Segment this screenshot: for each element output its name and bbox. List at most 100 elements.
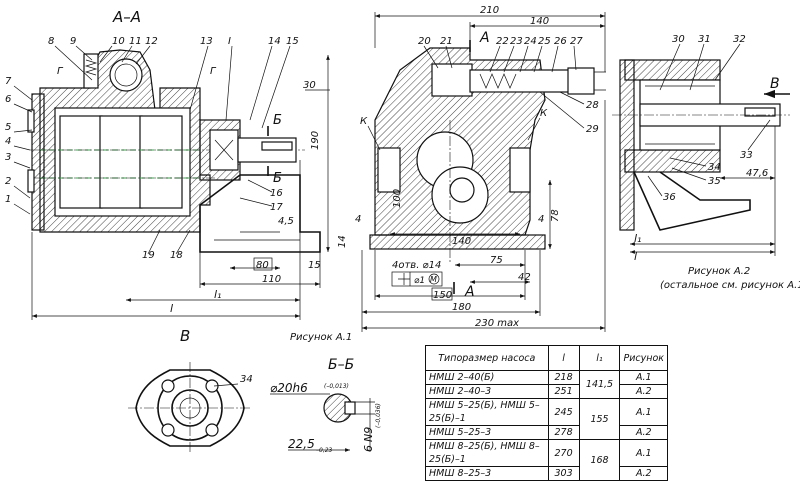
aa-leaders: 8 9 10 11 12 13 I 14 15 Г Г 7 6 5 4 3 2 … <box>5 36 299 261</box>
view-b-leader-34: 34 <box>240 374 253 385</box>
table-row: НМШ 5–25(Б), НМШ 5–25(Б)–1 245 155 А.1 <box>425 398 668 440</box>
leader-G-right: Г <box>210 66 217 77</box>
leader-25: 25 <box>538 36 551 47</box>
a2-housing-top <box>624 59 721 81</box>
leader-19: 19 <box>142 250 155 261</box>
side-screw-tip <box>594 71 606 91</box>
cell-fig: А.1 <box>619 398 668 426</box>
leader-16: 16 <box>270 188 283 199</box>
shaft-key <box>261 141 293 151</box>
leader-35: 35 <box>708 176 721 187</box>
position-tolerance: ⌀1 <box>414 276 425 286</box>
leader-2: 2 <box>5 176 11 187</box>
dim-190: 190 <box>310 131 321 150</box>
side-valve-body <box>469 69 571 93</box>
dim-75: 75 <box>490 255 503 266</box>
leader-12: 12 <box>145 36 158 47</box>
dim-80-box <box>253 257 273 271</box>
a2-bracket <box>633 171 751 231</box>
valve-spring <box>84 59 98 76</box>
dim-4-5: 4,5 <box>278 216 294 227</box>
side-port-right <box>509 147 531 193</box>
dim-holes: 4отв. ⌀14 <box>392 260 441 271</box>
th-l1: l₁ <box>578 345 621 371</box>
top-port-inner <box>114 63 138 87</box>
dim-4-right: 4 <box>538 214 544 225</box>
a2-key <box>744 107 776 117</box>
cell-l: 270 <box>547 439 580 467</box>
caption-a2: Рисунок А.2 <box>688 266 750 277</box>
caption-a1: Рисунок А.1 <box>290 332 352 343</box>
side-leaders: 20 21 22 23 24 25 26 27 28 29 К К <box>360 36 599 151</box>
key-dim-lines <box>355 398 375 452</box>
cell-l: 245 <box>547 398 580 426</box>
leader-30: 30 <box>672 34 685 45</box>
leader-6: 6 <box>5 94 11 105</box>
leader-K-left: К <box>360 116 368 127</box>
table-row: НМШ 2–40–3 251 А.2 <box>425 384 668 399</box>
spec-table: Типоразмер насоса l l₁ Рисунок НМШ 2–40(… <box>425 345 668 481</box>
leader-17: 17 <box>270 202 283 213</box>
leader-I: I <box>228 36 231 47</box>
cell-l: 303 <box>547 466 580 481</box>
leader-7: 7 <box>5 76 12 87</box>
key-dim-n9-tol: (–0,036) <box>375 403 382 428</box>
a2-housing-bottom <box>624 149 721 173</box>
a2-arrow-label: В <box>770 76 780 92</box>
position-frame <box>391 271 443 287</box>
cut-a-bottom: А <box>464 284 475 300</box>
cut-b-bottom: Б <box>273 171 282 186</box>
a2-bearing-lines <box>645 85 715 145</box>
side-valve-spring <box>479 73 517 89</box>
cell-fig: А.1 <box>619 370 668 385</box>
leader-18: 18 <box>170 250 183 261</box>
position-symbol <box>398 272 411 286</box>
mmc-letter: М <box>430 275 437 284</box>
side-valve-block <box>431 63 473 97</box>
a2-leader-lines <box>647 43 771 197</box>
left-plug-1 <box>27 109 35 133</box>
cell-name: НМШ 2–40–3 <box>425 384 549 399</box>
cell-fig: А.1 <box>619 439 668 467</box>
key-dim-6: 6 <box>362 445 375 452</box>
cell-l: 218 <box>547 370 580 385</box>
leader-8: 8 <box>48 36 54 47</box>
foot-bracket <box>199 174 321 253</box>
d22-dim: 22,5 <box>288 437 315 451</box>
seal-cross <box>214 139 234 161</box>
leader-31: 31 <box>698 34 711 45</box>
leader-13: 13 <box>200 36 213 47</box>
view-b-leader-line <box>213 383 239 387</box>
leader-11: 11 <box>129 36 142 47</box>
d22-tol: –0,23 <box>316 447 333 454</box>
leader-33: 33 <box>740 150 753 161</box>
leader-5: 5 <box>5 122 11 133</box>
cell-l: 278 <box>547 425 580 440</box>
aa-ext-lines <box>31 160 321 320</box>
cell-name: НМШ 8–25(Б), НМШ 8–25(Б)–1 <box>425 439 549 467</box>
leader-K-right: К <box>540 108 548 119</box>
left-cover <box>31 93 45 231</box>
leader-28: 28 <box>586 100 599 111</box>
leader-29: 29 <box>586 124 599 135</box>
cut-b-top: Б <box>273 113 282 128</box>
table-row: НМШ 8–25–3 303 А.2 <box>425 466 668 481</box>
cut-a-top: А <box>479 30 490 46</box>
key-dim-n9: N9 <box>362 427 375 442</box>
leader-34: 34 <box>708 162 721 173</box>
section-aa-title: А–А <box>112 8 141 26</box>
view-b: В 34 <box>128 327 253 454</box>
dim-100: 100 <box>392 189 403 208</box>
dim-14: 14 <box>337 235 348 248</box>
cell-l1: 168 <box>578 439 621 481</box>
leader-20: 20 <box>418 36 431 47</box>
leader-15: 15 <box>286 36 299 47</box>
leader-21: 21 <box>440 36 453 47</box>
side-view: 20 21 22 23 24 25 26 27 28 29 К К А А 21… <box>337 5 606 332</box>
cell-fig: А.2 <box>619 384 668 399</box>
mmc-circle <box>428 273 440 285</box>
d20-tol: (–0,013) <box>324 383 349 390</box>
section-bb-title: Б–Б <box>328 357 354 373</box>
leader-9: 9 <box>70 36 76 47</box>
side-top-ext <box>374 12 606 72</box>
